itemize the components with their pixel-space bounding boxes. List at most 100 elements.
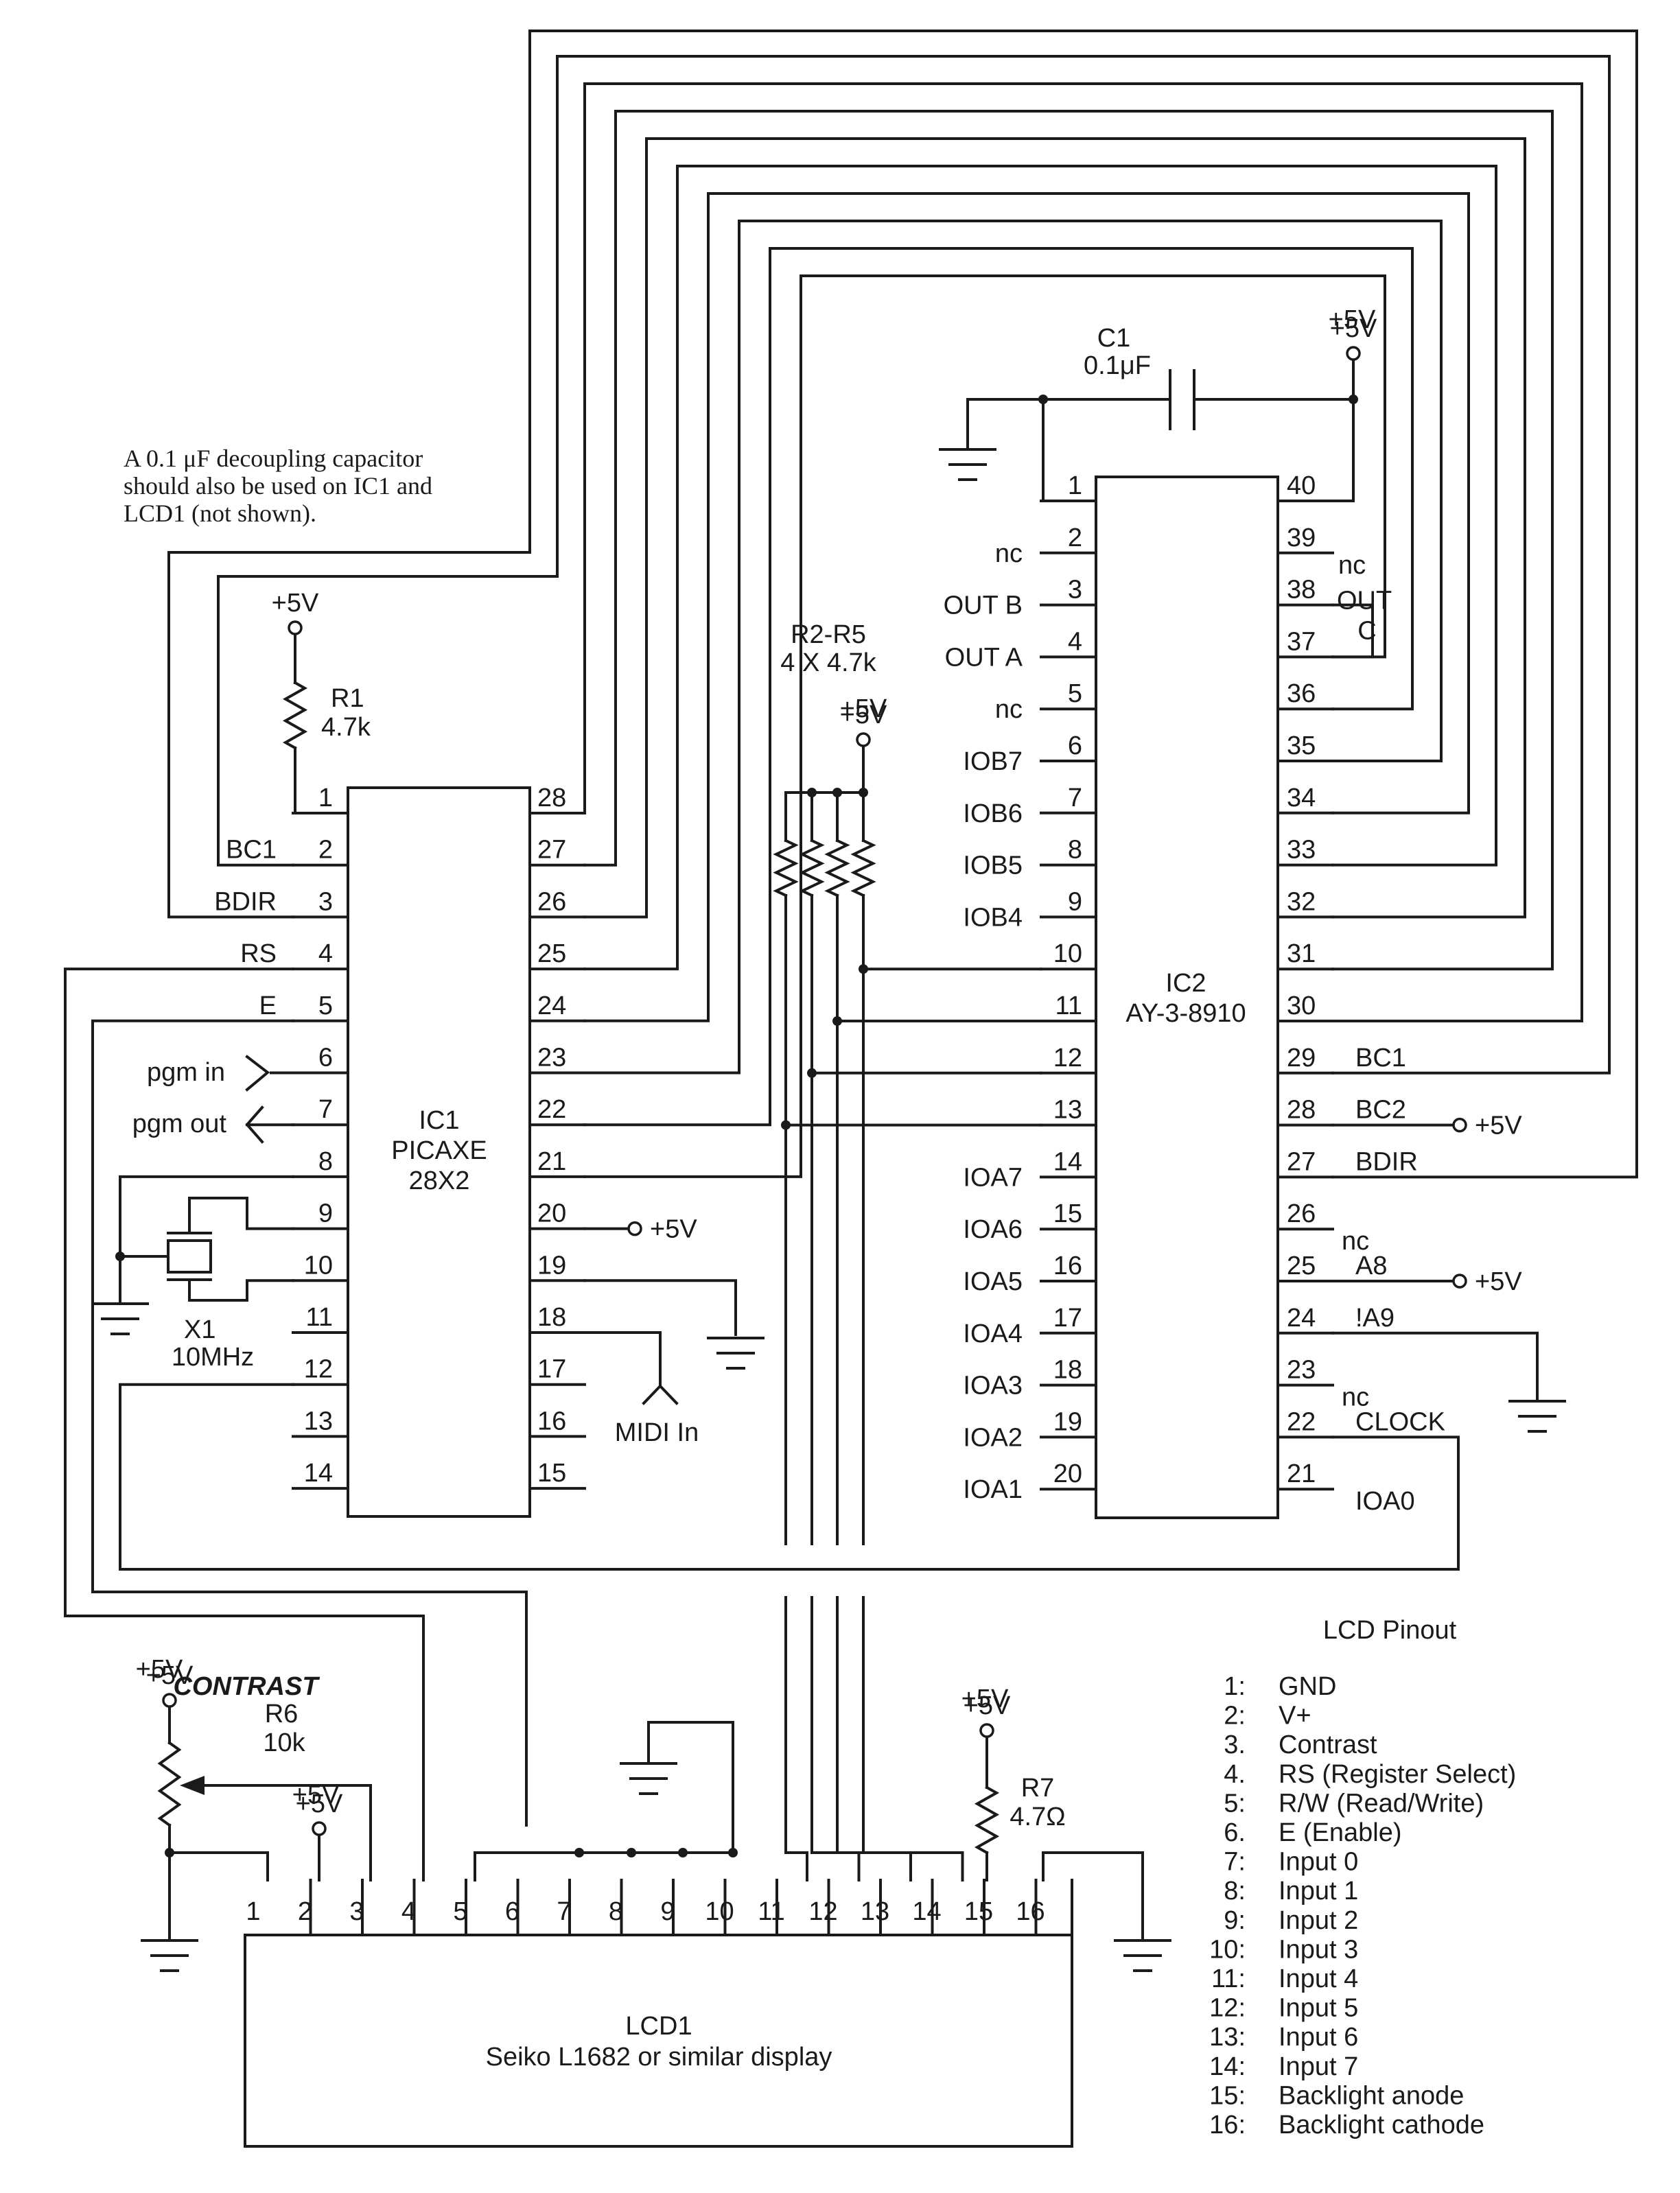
ic2-pin-number: 13 [1053,1096,1082,1125]
ic1-signal-label: BDIR [214,887,277,916]
junction-dot [678,1848,688,1857]
ic2-signal-label: IOB4 [963,903,1023,932]
ic2-pin-number: 30 [1287,992,1316,1020]
contrast-label: CONTRAST [173,1672,320,1701]
supply-label: +5V [1475,1267,1522,1296]
ic2-pin-number: 11 [1055,992,1082,1020]
ic2-pin-number: 25 [1287,1252,1316,1280]
lcd-pinout-number: 5: [1224,1789,1246,1818]
junction-dot [627,1848,636,1857]
lcd-pin-number: 4 [401,1897,416,1926]
lcd-pin-number: 15 [964,1897,993,1926]
ic1-pin-number: 27 [537,836,566,865]
wiper-arrow [180,1776,205,1795]
c1-plates [1169,369,1195,430]
ic2-pin-number: 23 [1287,1356,1316,1385]
junction-dot [832,788,842,797]
ic1-pin-number: 11 [306,1303,333,1332]
lcd-pinout-number: 15: [1209,2081,1246,2110]
ic1-pin-number: 3 [318,887,333,916]
supply-terminal [312,1821,327,1836]
lcd1-body [244,1934,1073,2148]
supply-terminal [1452,1274,1467,1289]
lcd-pinout-number: 8: [1224,1877,1246,1905]
data-bus-wire [583,137,1526,919]
lcd-pin-number: 14 [912,1897,941,1926]
lcd-pinout-number: 2: [1224,1702,1246,1731]
lcd-pin-number: 12 [808,1897,837,1926]
lcd-pinout-number: 16: [1209,2111,1246,2139]
ic2-pin-number: 24 [1287,1304,1316,1333]
ic1-pin-number: 24 [537,992,566,1020]
ic2-signal-label: nc [1342,1227,1369,1256]
ic1-pin-number: 9 [318,1199,333,1228]
ic2-pin-number: 22 [1287,1407,1316,1436]
wire [119,1175,294,1305]
data-bus-line [862,1596,964,1881]
ic2-pin-number: 32 [1287,887,1316,916]
supply-label: +5V [961,1685,1009,1713]
ic1-pin-number: 16 [537,1407,566,1435]
supply-label: +5V [650,1215,697,1244]
ic1-pin-number: 17 [537,1355,566,1384]
ground-symbol [141,1939,198,1972]
ic2-signal-label: A8 [1355,1252,1387,1280]
lcd-pinout-description: R/W (Read/Write) [1279,1789,1484,1818]
ic1-signal-label: RS [240,939,277,968]
ic2-pin-number: 17 [1053,1304,1082,1333]
c1-ref: C1 [1097,324,1131,353]
resistor-zigzag [974,1785,1000,1855]
lcd-pinout-number: 7: [1224,1848,1246,1877]
ic1-pin-number: 8 [318,1147,333,1176]
ic1-pin-number: 15 [537,1459,566,1488]
r7-ref: R7 [1021,1774,1055,1803]
ic2-signal-label: nc [1342,1383,1369,1412]
crystal-x1 [167,1239,212,1274]
lcd-pinout-description: Backlight anode [1279,2081,1464,2110]
junction-dot [574,1848,584,1857]
junction-dot [859,788,868,797]
lcd-pin-number: 6 [505,1897,520,1926]
ic2-signal-label: OUT A [945,643,1023,672]
ground-symbol [707,1337,765,1370]
ic1-pin-number: 19 [537,1251,566,1280]
e-wire [91,1019,528,1827]
data-bus-wire [583,220,1443,1075]
wire [583,1279,737,1336]
ic2-pin-number: 27 [1287,1147,1316,1176]
ic2-signal-label: BC2 [1355,1096,1406,1125]
lcd-pinout-description: Input 0 [1279,1848,1358,1877]
supply-label: +5V [1330,314,1377,343]
lcd-pinout-description: E (Enable) [1279,1818,1402,1847]
ic2-pin-number: 20 [1053,1459,1082,1488]
ic1-pin-number: 5 [318,992,333,1020]
lcd-pinout-number: 13: [1209,2023,1246,2052]
pgm-in-label: pgm in [147,1058,225,1087]
resistor-zigzag [850,838,876,898]
ic1-body [347,786,531,1518]
clock-wire [119,1383,1460,1571]
supply-label: +5V [272,589,319,618]
junction-dot [832,1016,842,1026]
lcd-pinout-description: Input 6 [1279,2023,1358,2052]
supply-label: +5V [296,1790,343,1818]
lcd-pin-number: 11 [758,1897,784,1926]
supply-terminal [856,732,871,747]
x1-ref: X1 [184,1315,215,1344]
ic2-pin-number: 40 [1287,471,1316,500]
lcd-description: Seiko L1682 or similar display [486,2043,832,2072]
supply-label: +5V [964,1691,1011,1720]
lcd-pinout-number: 6. [1224,1818,1246,1847]
junction-dot [807,788,817,797]
wire [966,398,1171,451]
wire [168,1851,269,1881]
note-text: should also be used on IC1 and [124,472,432,500]
lcd-pinout-number: 3. [1224,1731,1246,1759]
supply-label: +5V [1475,1112,1522,1140]
c1-value: 0.1μF [1084,351,1151,380]
ic2-signal-label: IOA6 [963,1215,1023,1244]
ic2-pin-number: 16 [1053,1252,1082,1280]
junction-dot [781,1120,791,1130]
resistor-zigzag [282,681,308,750]
ic2-pin-number: 35 [1287,731,1316,760]
